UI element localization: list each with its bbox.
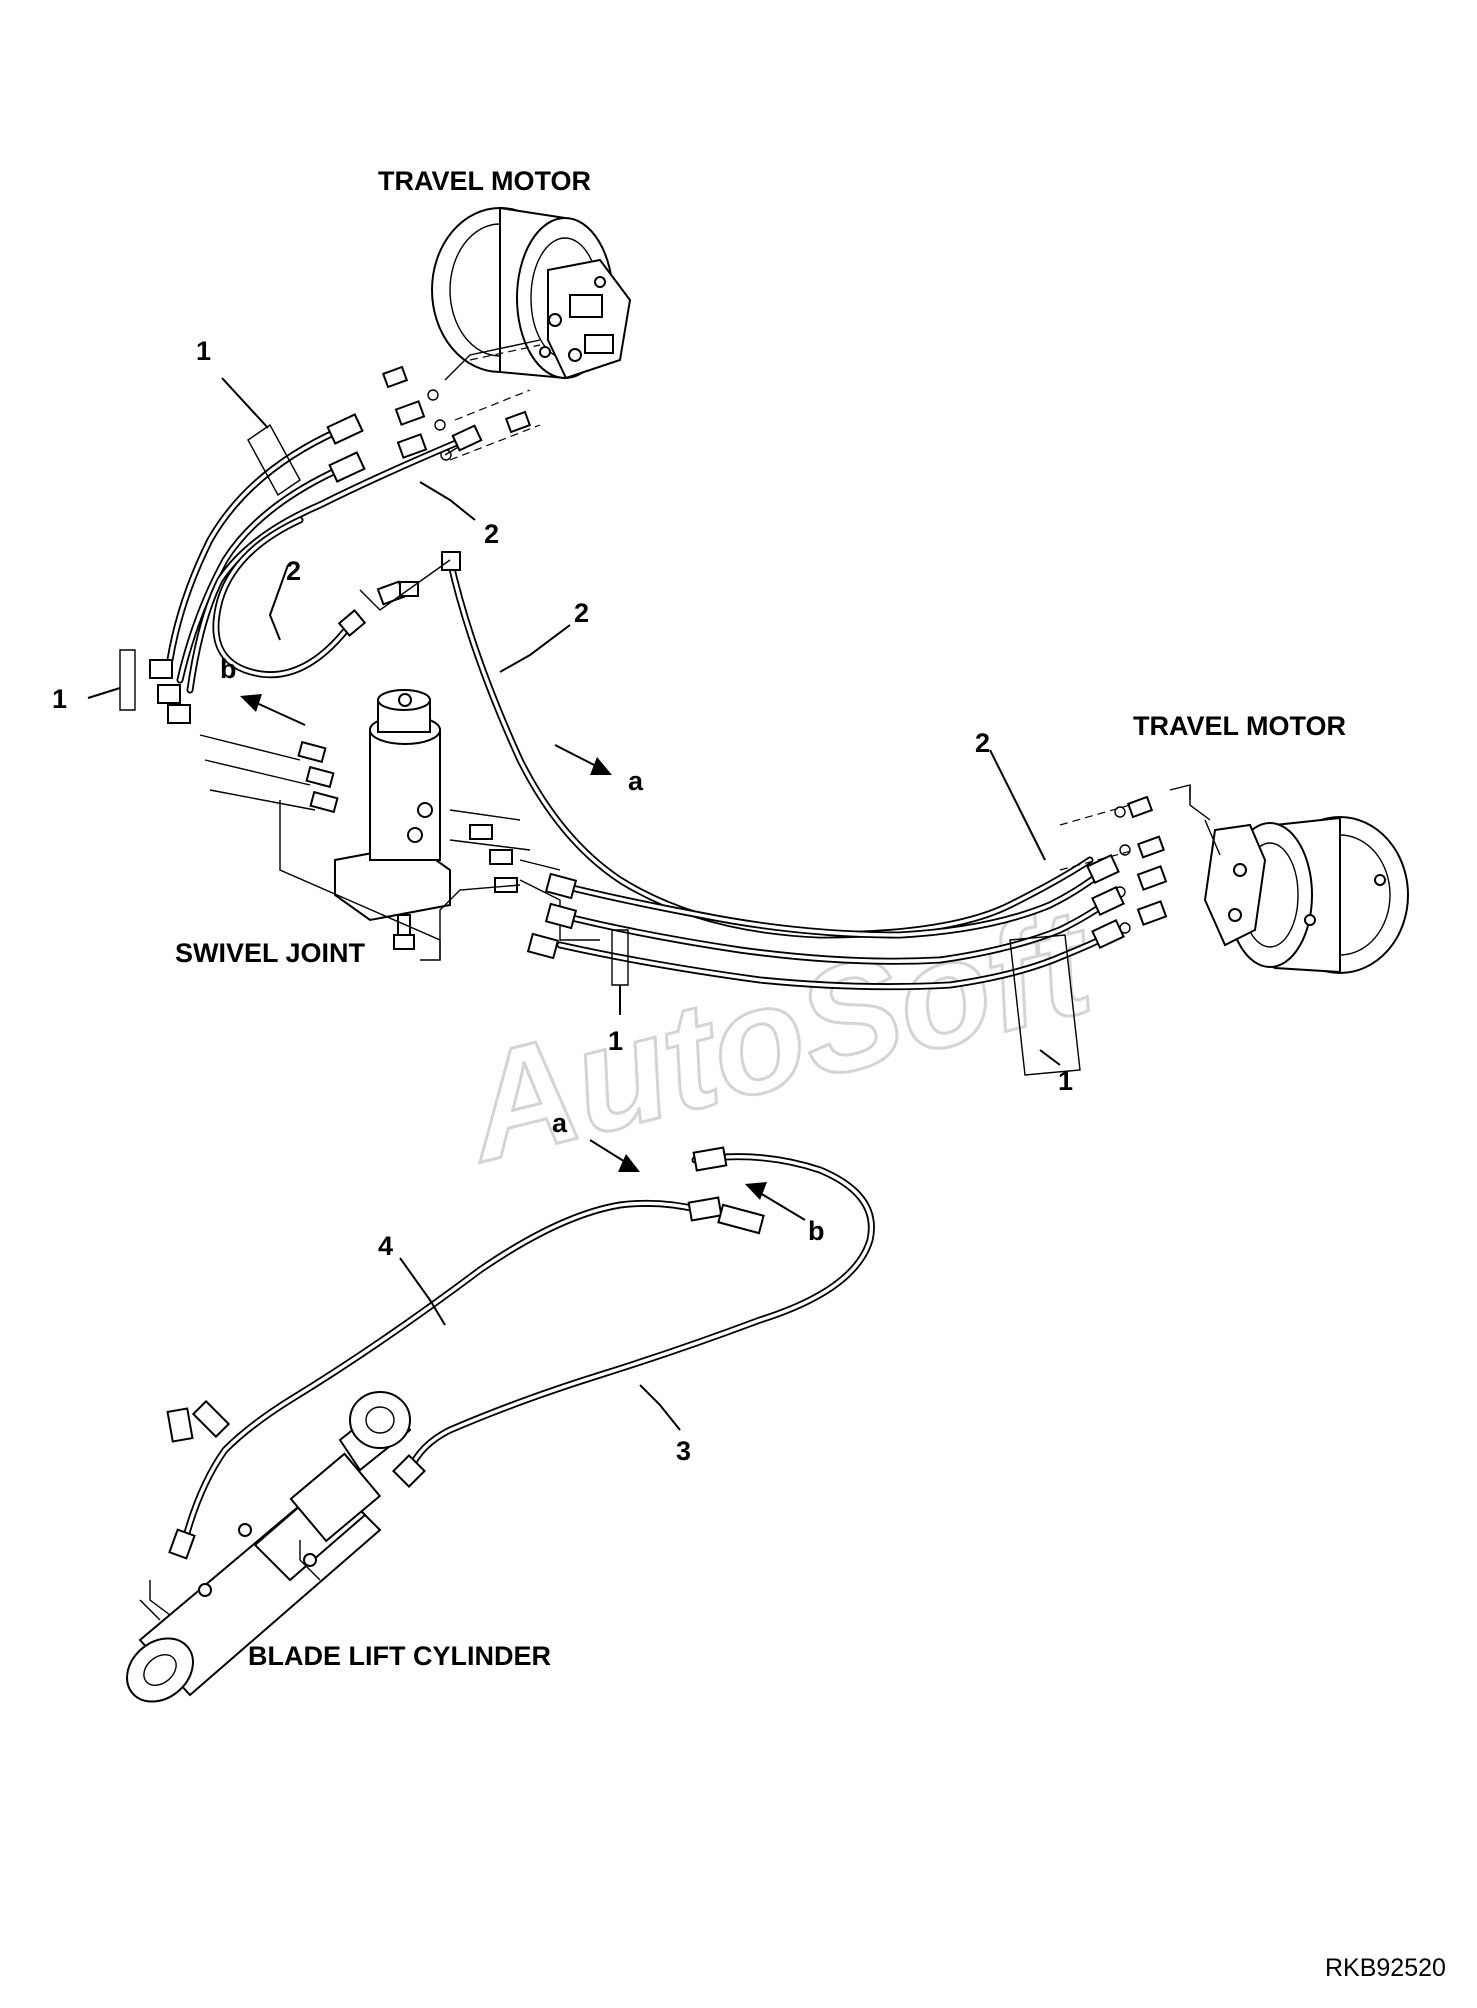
arrow-b-upper <box>240 694 306 726</box>
callout-1-top: 1 <box>196 336 211 366</box>
callouts-top-left <box>87 377 571 711</box>
travel-motor-top-label: TRAVEL MOTOR <box>378 166 591 196</box>
watermark: AutoSoft <box>446 875 1111 1194</box>
arrow-b-lower-label: b <box>808 1216 825 1246</box>
arrow-a-lower <box>589 1139 640 1172</box>
callout-2-b: 2 <box>286 556 301 586</box>
swivel-joint <box>334 689 451 950</box>
callout-2-a: 2 <box>484 519 499 549</box>
callout-1-mid: 1 <box>608 1026 623 1056</box>
arrow-a-upper-label: a <box>628 766 644 796</box>
travel-motor-right <box>1189 785 1409 974</box>
blade-lift-cylinder <box>126 1391 412 1703</box>
callout-3: 3 <box>676 1436 691 1466</box>
travel-motor-top-fittings <box>381 339 541 461</box>
travel-motor-right-label: TRAVEL MOTOR <box>1133 711 1346 741</box>
hoses-top-motor <box>149 413 483 724</box>
hoses-right-motor <box>526 854 1125 991</box>
callout-2-c: 2 <box>574 598 589 628</box>
callout-1-right: 1 <box>1058 1066 1073 1096</box>
swivel-joint-label: SWIVEL JOINT <box>175 938 366 968</box>
arrow-b-lower <box>745 1182 806 1221</box>
hose-3 <box>392 1146 875 1488</box>
hose-2-long <box>441 551 1094 939</box>
arrow-a-lower-label: a <box>552 1108 568 1138</box>
arrow-a-upper <box>554 744 612 775</box>
travel-motor-right-fittings <box>1059 784 1191 934</box>
figure-code: RKB92520 <box>1325 1954 1446 1982</box>
arrow-b-upper-label: b <box>220 654 237 684</box>
callouts-right <box>611 749 1081 1076</box>
hose-4 <box>166 1196 765 1560</box>
travel-motor-top <box>431 206 632 380</box>
callout-1-left: 1 <box>52 684 67 714</box>
callouts-lower <box>399 1257 681 1431</box>
blade-lift-cylinder-label: BLADE LIFT CYLINDER <box>248 1641 551 1671</box>
callout-4: 4 <box>378 1231 393 1261</box>
callout-2-d: 2 <box>975 728 990 758</box>
